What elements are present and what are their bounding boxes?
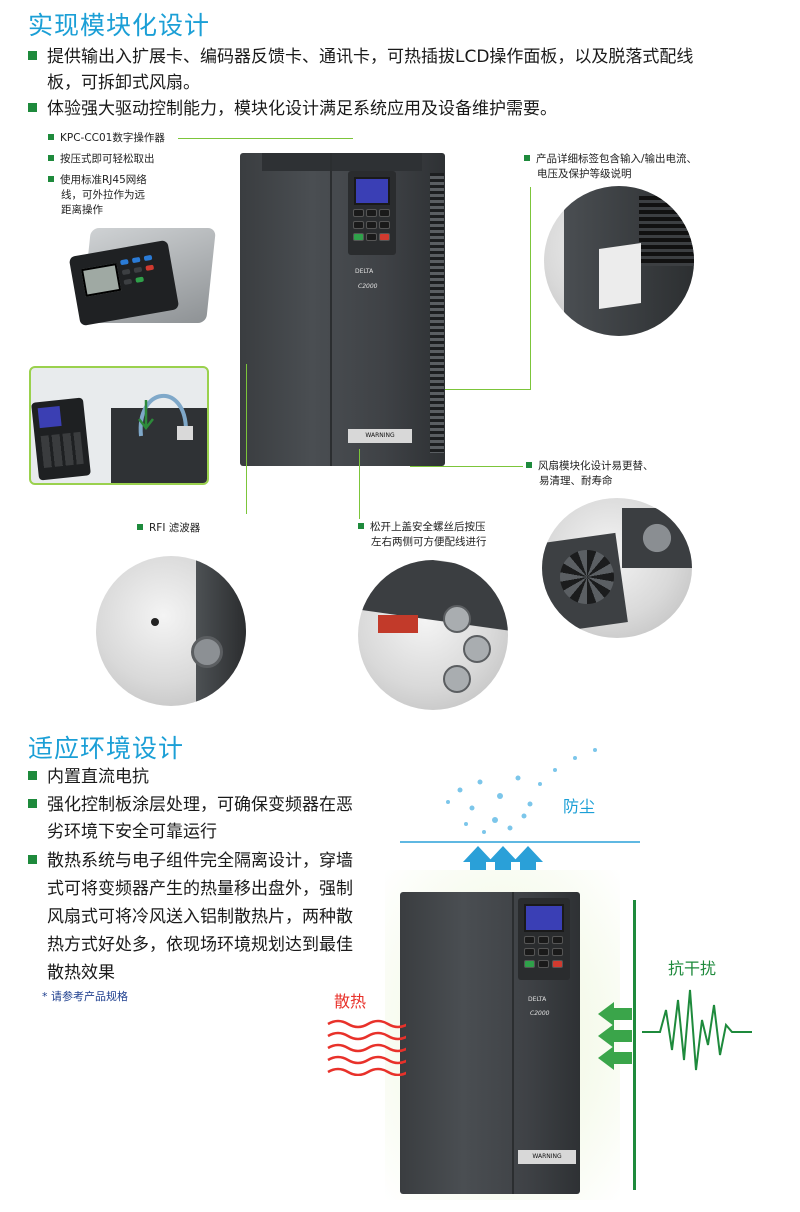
section2-title: 适应环境设计 [28, 734, 185, 763]
section2-bullet-3: 散热系统与电子组件完全隔离设计，穿墙 [28, 848, 353, 875]
model-text: C2000 [358, 283, 378, 290]
bullet-square-icon [358, 523, 364, 529]
brand-text: DELTA [355, 268, 374, 275]
section2-bullet-3-cont3: 热方式好处多，依现场环境规划达到最佳 [47, 935, 353, 955]
front-lcd [354, 177, 390, 205]
dust-label: 防尘 [563, 797, 596, 816]
fan-leader-line [410, 466, 523, 467]
env-keypad [518, 898, 570, 980]
callout-fan-1: 风扇模块化设计易更替、 [526, 459, 654, 474]
callout-label-2: 电压及保护等级说明 [537, 168, 632, 180]
bullet-square-icon [48, 134, 54, 140]
section2-bullet-2: 强化控制板涂层处理，可确保变频器在恶 [28, 792, 353, 819]
bullet-square-icon [137, 524, 143, 530]
callout-screw-1: 松开上盖安全螺丝后按压 [358, 520, 486, 535]
label-photo [544, 186, 694, 336]
callout-keypad-2: 按压式即可轻松取出 [48, 152, 155, 167]
screw-leader-line [359, 449, 360, 519]
arrow-down-icon [138, 400, 154, 431]
callout-rfi: RFI 滤波器 [137, 521, 200, 536]
spec-note: * 请参考产品规格 [42, 990, 128, 1003]
env-model-text: C2000 [530, 1010, 550, 1017]
inverter-env: DELTA C2000 WARNING [400, 892, 580, 1194]
section2-bullet-3-cont4: 散热效果 [47, 963, 115, 983]
callout-fan-2: 易清理、耐寿命 [539, 475, 613, 487]
dust-illustration [400, 748, 640, 880]
keypad-small [31, 397, 91, 481]
rj45-detail-box [29, 366, 209, 485]
warning-label: WARNING [348, 429, 412, 443]
callout-keypad-3: 使用标准RJ45网络 [48, 173, 147, 188]
heat-label: 散热 [334, 992, 367, 1011]
bullet-square-icon [28, 855, 37, 864]
env-warning-label: WARNING [518, 1150, 576, 1164]
interference-wall [633, 900, 636, 1190]
bullet-square-icon [524, 155, 530, 161]
bullet-square-icon [48, 155, 54, 161]
arrow-left-icon [598, 1002, 632, 1070]
front-keypad [348, 171, 396, 255]
callout-keypad-3-line3: 距离操作 [61, 204, 103, 216]
section2-bullet-1: 内置直流电抗 [28, 764, 149, 791]
label-leader-line-v [530, 187, 531, 389]
callout-keypad-1: KPC-CC01数字操作器 [48, 131, 165, 146]
bullet-square-icon [28, 103, 37, 112]
fan-photo [542, 498, 692, 638]
rfi-photo [96, 556, 246, 706]
callout-keypad-3-line2: 线，可外拉作为远 [61, 189, 145, 201]
callout-screw-2: 左右两侧可方便配线进行 [371, 536, 487, 548]
section1-bullet-1: 提供输出入扩展卡、编码器反馈卡、通讯卡，可热插拔LCD操作面板，以及脱落式配线 [28, 44, 693, 71]
keypad-photo [66, 218, 216, 343]
heat-waves-icon [327, 1019, 406, 1076]
bullet-square-icon [28, 771, 37, 780]
section2-bullet-3-cont1: 式可将变频器产生的热量移出盘外，强制 [47, 879, 353, 899]
bullet-square-icon [28, 51, 37, 60]
bullet-square-icon [28, 799, 37, 808]
inverter-main: DELTA C2000 WARNING [240, 153, 445, 466]
section2-bullet-3-cont2: 风扇式可将冷风送入铝制散热片，两种散 [47, 907, 353, 927]
side-vent [430, 173, 444, 453]
label-leader-line-h [437, 389, 531, 390]
section1-bullet-2: 体验强大驱动控制能力，模块化设计满足系统应用及设备维护需要。 [28, 96, 557, 123]
screw-photo [358, 560, 508, 710]
keypad-leader-line [178, 138, 353, 139]
section1-bullet-1-cont: 板，可拆卸式风扇。 [47, 73, 200, 93]
env-brand-text: DELTA [528, 996, 547, 1003]
rfi-leader-line [246, 364, 247, 514]
interference-zigzag-icon [642, 989, 752, 1071]
fan-icon [560, 550, 614, 604]
section1-title: 实现模块化设计 [28, 11, 211, 40]
bullet-square-icon [526, 462, 532, 468]
interference-label: 抗干扰 [668, 959, 717, 978]
bullet-square-icon [48, 176, 54, 182]
env-lcd [524, 904, 564, 932]
keypad-lcd [80, 263, 122, 297]
callout-label-1: 产品详细标签包含输入/输出电流、 [524, 152, 697, 167]
section2-bullet-2-cont: 劣环境下安全可靠运行 [47, 822, 217, 842]
